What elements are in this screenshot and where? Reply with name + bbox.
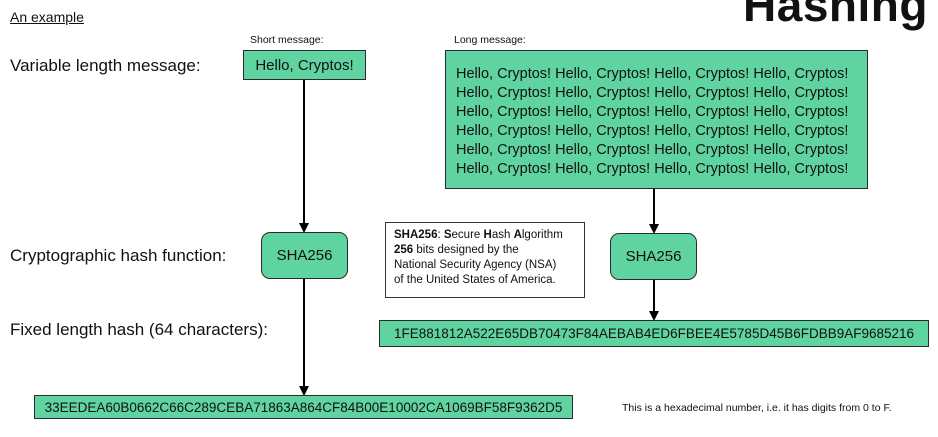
long-message-line: Hello, Cryptos! Hello, Cryptos! Hello, C… xyxy=(456,66,849,82)
long-hash-output-text: 1FE881812A522E65DB70473F84AEBAB4ED6FBEE4… xyxy=(393,326,915,341)
note-fragment: bits designed by the xyxy=(413,244,519,256)
note-fragment: ash xyxy=(491,229,514,241)
sha256-note-line1: SHA256: Secure Hash Algorithm xyxy=(394,228,579,243)
note-fragment: ecure xyxy=(451,229,484,241)
sha256-note-line2: 256 bits designed by the xyxy=(394,243,579,258)
short-message-text: Hello, Cryptos! xyxy=(255,56,354,74)
short-hash-output-text: 33EEDEA60B0662C66C289CEBA71863A864CF84B0… xyxy=(44,399,563,415)
note-fragment: lgorithm xyxy=(521,229,563,241)
sha256-note-line3: National Security Agency (NSA) xyxy=(394,259,557,271)
note-fragment: SHA256 xyxy=(394,229,438,241)
example-heading: An example xyxy=(10,9,84,25)
note-fragment: H xyxy=(483,229,492,241)
short-message-box: Hello, Cryptos! xyxy=(243,50,366,80)
long-message-line: Hello, Cryptos! Hello, Cryptos! Hello, C… xyxy=(456,104,849,120)
long-hash-output-box: 1FE881812A522E65DB70473F84AEBAB4ED6FBEE4… xyxy=(379,320,929,347)
long-message-line: Hello, Cryptos! Hello, Cryptos! Hello, C… xyxy=(456,85,849,101)
sha256-explanation-box: SHA256: Secure Hash Algorithm 256 bits d… xyxy=(385,222,585,298)
short-hash-function-label: SHA256 xyxy=(276,247,333,264)
long-message-line: Hello, Cryptos! Hello, Cryptos! Hello, C… xyxy=(456,161,849,177)
short-message-caption: Short message: xyxy=(250,34,324,46)
note-fragment: : xyxy=(437,229,444,241)
short-hash-function-box: SHA256 xyxy=(261,232,348,279)
note-fragment: A xyxy=(513,229,522,241)
long-hash-function-box: SHA256 xyxy=(610,233,697,280)
row-label-message: Variable length message: xyxy=(10,56,201,75)
row-label-hash: Fixed length hash (64 characters): xyxy=(10,320,268,339)
sha256-note-line4: of the United States of America. xyxy=(394,274,556,286)
long-message-line: Hello, Cryptos! Hello, Cryptos! Hello, C… xyxy=(456,123,849,139)
long-message-caption: Long message: xyxy=(454,34,526,46)
slide-title: Hashing xyxy=(743,0,928,31)
long-hash-function-label: SHA256 xyxy=(625,248,682,265)
note-fragment: S xyxy=(443,229,452,241)
hexadecimal-note: This is a hexadecimal number, i.e. it ha… xyxy=(622,402,892,414)
long-message-line: Hello, Cryptos! Hello, Cryptos! Hello, C… xyxy=(456,142,849,158)
long-message-box: Hello, Cryptos! Hello, Cryptos! Hello, C… xyxy=(445,50,868,189)
note-fragment: 256 xyxy=(394,244,414,256)
row-label-function: Cryptographic hash function: xyxy=(10,246,227,265)
